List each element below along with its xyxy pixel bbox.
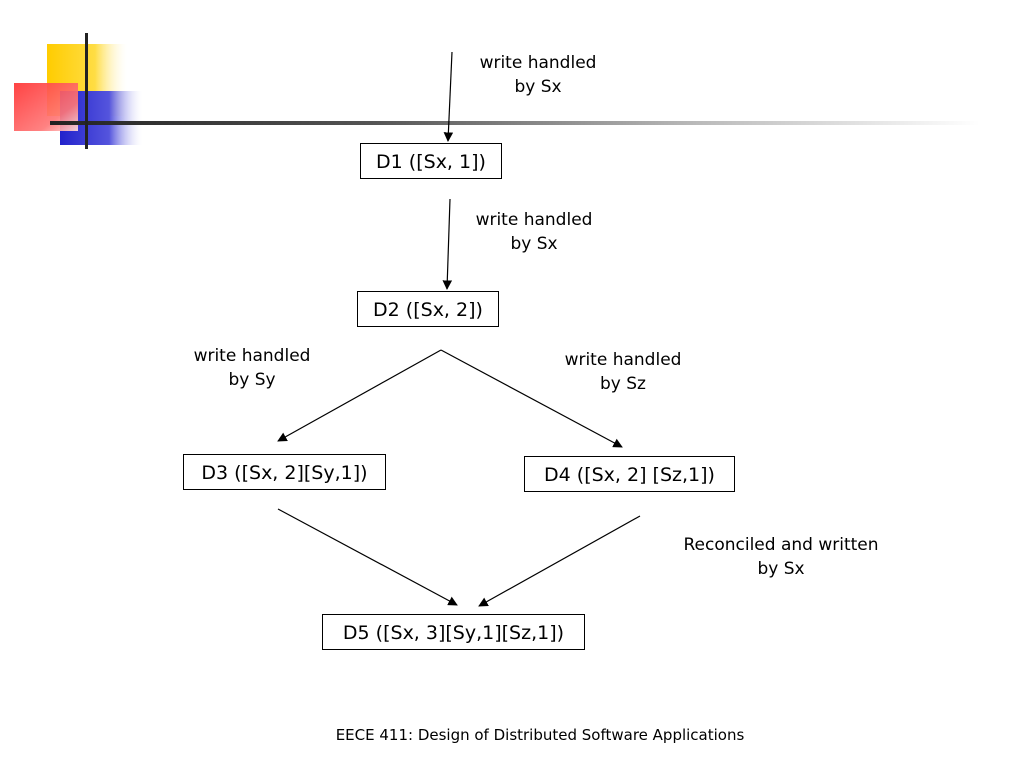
- arrow-d2-to-d3: [277, 349, 442, 442]
- node-d3: D3 ([Sx, 2][Sy,1]): [183, 454, 386, 490]
- node-d1: D1 ([Sx, 1]): [360, 143, 502, 179]
- node-d5: D5 ([Sx, 3][Sy,1][Sz,1]): [322, 614, 585, 650]
- arrow-d3-to-d5: [277, 508, 458, 606]
- edge-label-line: write handled: [193, 346, 311, 366]
- edge-label-d2-to-d3: write handled by Sy: [189, 344, 315, 392]
- edge-label-d1-to-d2: write handled by Sx: [474, 208, 594, 256]
- edge-label-line: by Sx: [757, 559, 805, 579]
- arrow-into-d1: [443, 51, 454, 142]
- edge-label-line: Reconciled and written: [683, 535, 879, 555]
- edge-label-line: by Sx: [510, 234, 558, 254]
- edge-label-reconcile: Reconciled and written by Sx: [678, 533, 884, 581]
- edge-label-line: write handled: [475, 210, 593, 230]
- edge-label-line: write handled: [564, 350, 682, 370]
- edge-label-line: write handled: [479, 53, 597, 73]
- edge-label-into-d1: write handled by Sx: [478, 51, 598, 99]
- slide-footer: EECE 411: Design of Distributed Software…: [335, 726, 745, 744]
- arrow-d4-to-d5: [478, 515, 641, 607]
- slide-logo-decoration: [14, 33, 980, 149]
- arrow-d1-to-d2: [442, 198, 453, 290]
- arrow-d2-to-d4: [440, 349, 623, 448]
- node-d2: D2 ([Sx, 2]): [357, 291, 499, 327]
- logo-vertical-bar: [85, 33, 88, 149]
- node-d4: D4 ([Sx, 2] [Sz,1]): [524, 456, 735, 492]
- edge-label-line: by Sy: [228, 370, 276, 390]
- header-rule: [50, 121, 980, 125]
- edge-label-d2-to-d4: write handled by Sz: [561, 348, 685, 396]
- edge-label-line: by Sx: [514, 77, 562, 97]
- edge-label-line: by Sz: [600, 374, 646, 394]
